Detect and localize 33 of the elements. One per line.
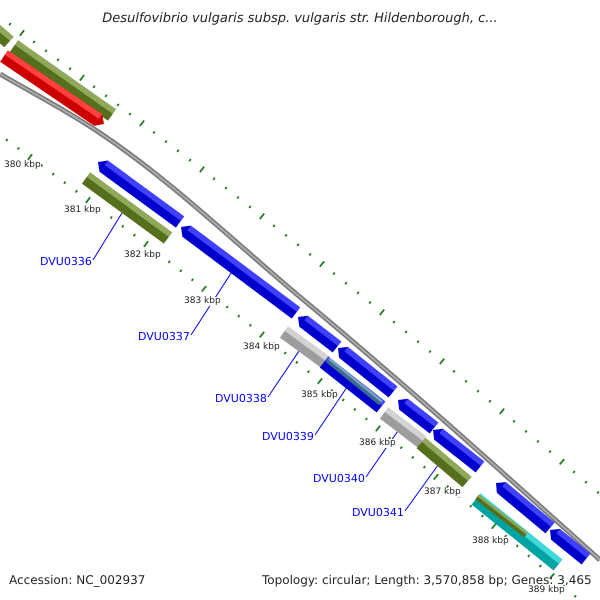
gene-feature <box>0 24 14 48</box>
gene-label: DVU0338 <box>215 392 267 405</box>
gene-label: DVU0340 <box>313 472 365 485</box>
scale-label: 385 kbp <box>301 391 338 400</box>
map-info: Topology: circular; Length: 3,570,858 bp; Genes: 3,465 <box>262 574 592 586</box>
leader-line <box>268 350 300 398</box>
scale-label: 386 kbp <box>359 439 396 448</box>
map-info: Accession: NC_002937 <box>9 574 146 586</box>
gene-label: DVU0341 <box>352 506 404 519</box>
gene-feature <box>280 326 330 368</box>
scale-label: 384 kbp <box>243 343 280 352</box>
gene-feature <box>181 226 300 319</box>
gene-label: DVU0337 <box>138 330 190 343</box>
scale-label: 382 kbp <box>124 251 161 260</box>
map-title: Desulfovibrio vulgaris subsp. vulgaris str. Hildenborough, c... <box>101 10 499 28</box>
gene-feature <box>475 494 528 538</box>
gene-feature <box>82 172 172 244</box>
scale-label: 381 kbp <box>64 206 101 215</box>
leader-line <box>404 466 438 512</box>
scale-label: 389 kbp <box>528 586 565 595</box>
scale-label: 380 kbp <box>4 161 41 170</box>
gene-feature <box>320 356 386 412</box>
gene-feature <box>550 528 590 564</box>
scale-label: 383 kbp <box>184 297 221 306</box>
scale-label: 387 kbp <box>424 488 461 497</box>
gene-feature <box>416 438 472 488</box>
leader-line <box>314 388 347 436</box>
leader-line <box>92 212 123 260</box>
scale-label: 388 kbp <box>472 537 509 546</box>
gene-label: DVU0339 <box>262 430 314 443</box>
gene-label: DVU0336 <box>40 255 92 268</box>
leader-line <box>190 272 232 336</box>
gene-feature <box>0 50 104 126</box>
